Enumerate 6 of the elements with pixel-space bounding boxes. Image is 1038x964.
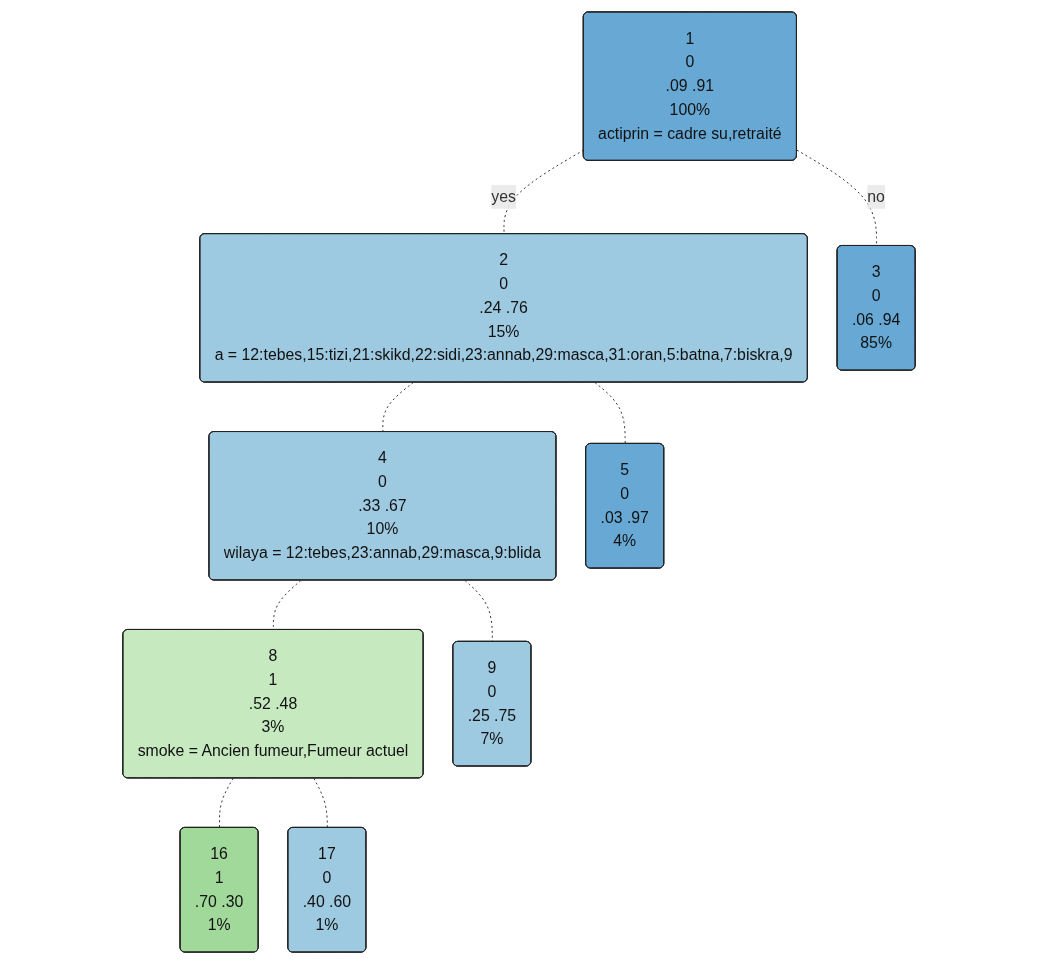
connector	[218, 777, 234, 829]
connector	[796, 149, 878, 247]
edge-label: no	[867, 188, 885, 205]
connector	[594, 382, 626, 445]
edge-label: yes	[491, 188, 516, 205]
connector	[313, 777, 328, 829]
